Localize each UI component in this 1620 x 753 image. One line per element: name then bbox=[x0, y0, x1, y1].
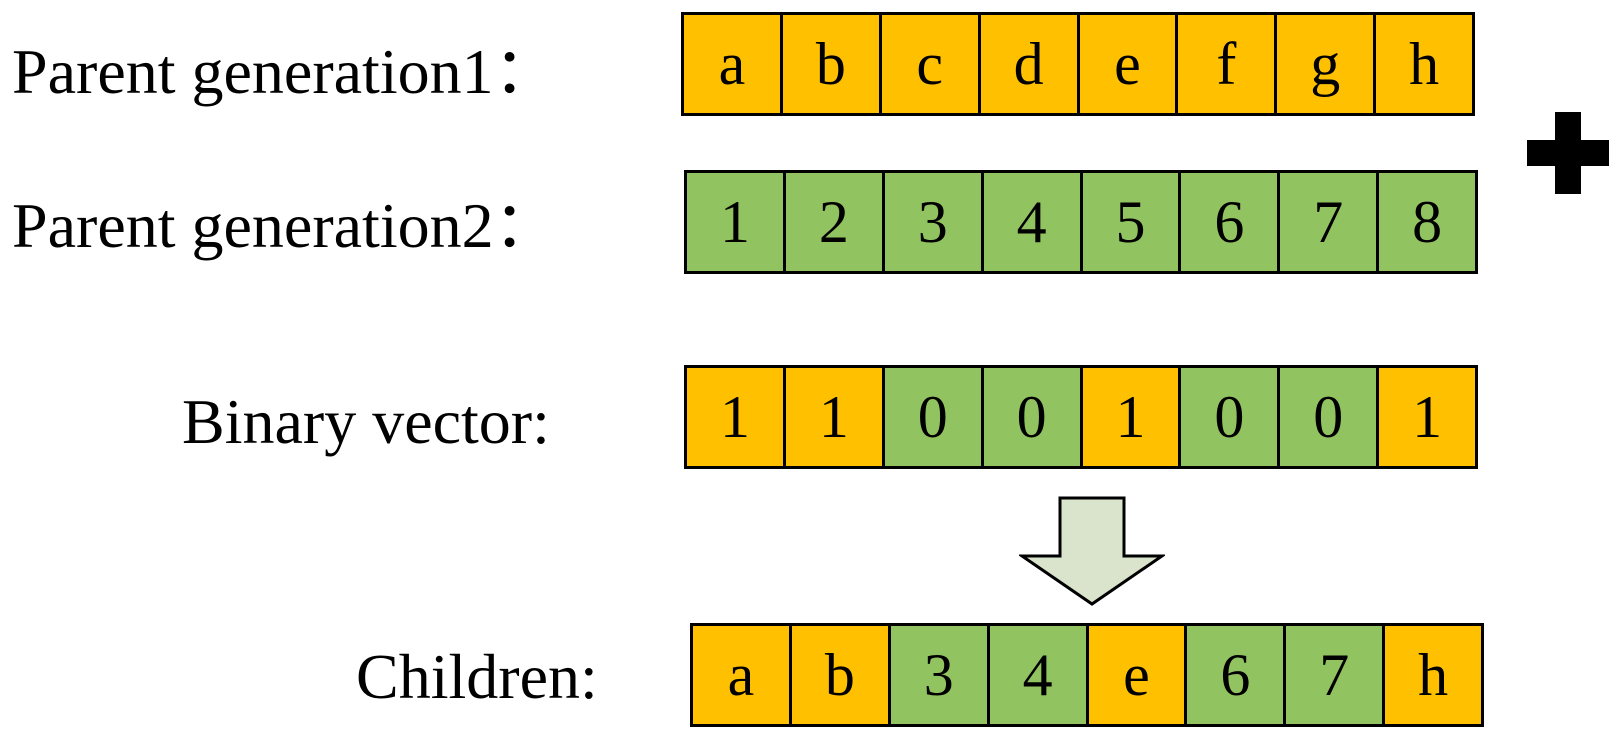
parent2-cell: 3 bbox=[884, 173, 984, 271]
parent2-cell: 5 bbox=[1082, 173, 1182, 271]
parent2-cell: 6 bbox=[1181, 173, 1281, 271]
children-label: Children: bbox=[356, 641, 598, 712]
binary-cell: 0 bbox=[983, 368, 1083, 466]
parent1-cell: g bbox=[1277, 15, 1377, 113]
parent-generation-1-label: Parent generation1： bbox=[12, 36, 558, 107]
children-cell: a bbox=[693, 626, 792, 724]
binary-vector-label: Binary vector: bbox=[182, 386, 550, 457]
binary-cell: 0 bbox=[1181, 368, 1281, 466]
parent2-cell: 2 bbox=[785, 173, 885, 271]
parent1-cell: h bbox=[1376, 15, 1472, 113]
parent1-cell: d bbox=[980, 15, 1080, 113]
binary-cell: 1 bbox=[1082, 368, 1182, 466]
binary-cell: 0 bbox=[1280, 368, 1380, 466]
parent-generation-2-label: Parent generation2： bbox=[12, 190, 558, 261]
binary-cell: 1 bbox=[1379, 368, 1475, 466]
children-cell: h bbox=[1385, 626, 1481, 724]
parent1-cell: c bbox=[881, 15, 981, 113]
binary-cell: 0 bbox=[884, 368, 984, 466]
children-cell: 3 bbox=[890, 626, 990, 724]
children-cell: b bbox=[791, 626, 891, 724]
children-cell: 6 bbox=[1187, 626, 1287, 724]
arrow-down-icon bbox=[1019, 496, 1165, 606]
parent1-cell: b bbox=[782, 15, 882, 113]
parent1-cell: a bbox=[684, 15, 783, 113]
binary-cell: 1 bbox=[687, 368, 786, 466]
children-cell: e bbox=[1088, 626, 1188, 724]
parent1-cell: f bbox=[1178, 15, 1278, 113]
children-cell: 7 bbox=[1286, 626, 1386, 724]
plus-horizontal-bar bbox=[1527, 140, 1609, 166]
children-cell: 4 bbox=[989, 626, 1089, 724]
binary-cell: 1 bbox=[785, 368, 885, 466]
parent2-cell: 4 bbox=[983, 173, 1083, 271]
parent2-cell: 7 bbox=[1280, 173, 1380, 271]
parent2-cell: 8 bbox=[1379, 173, 1475, 271]
arrow-shape bbox=[1019, 496, 1165, 606]
plus-icon bbox=[1527, 112, 1609, 194]
parent1-cell: e bbox=[1079, 15, 1179, 113]
parent2-cell: 1 bbox=[687, 173, 786, 271]
